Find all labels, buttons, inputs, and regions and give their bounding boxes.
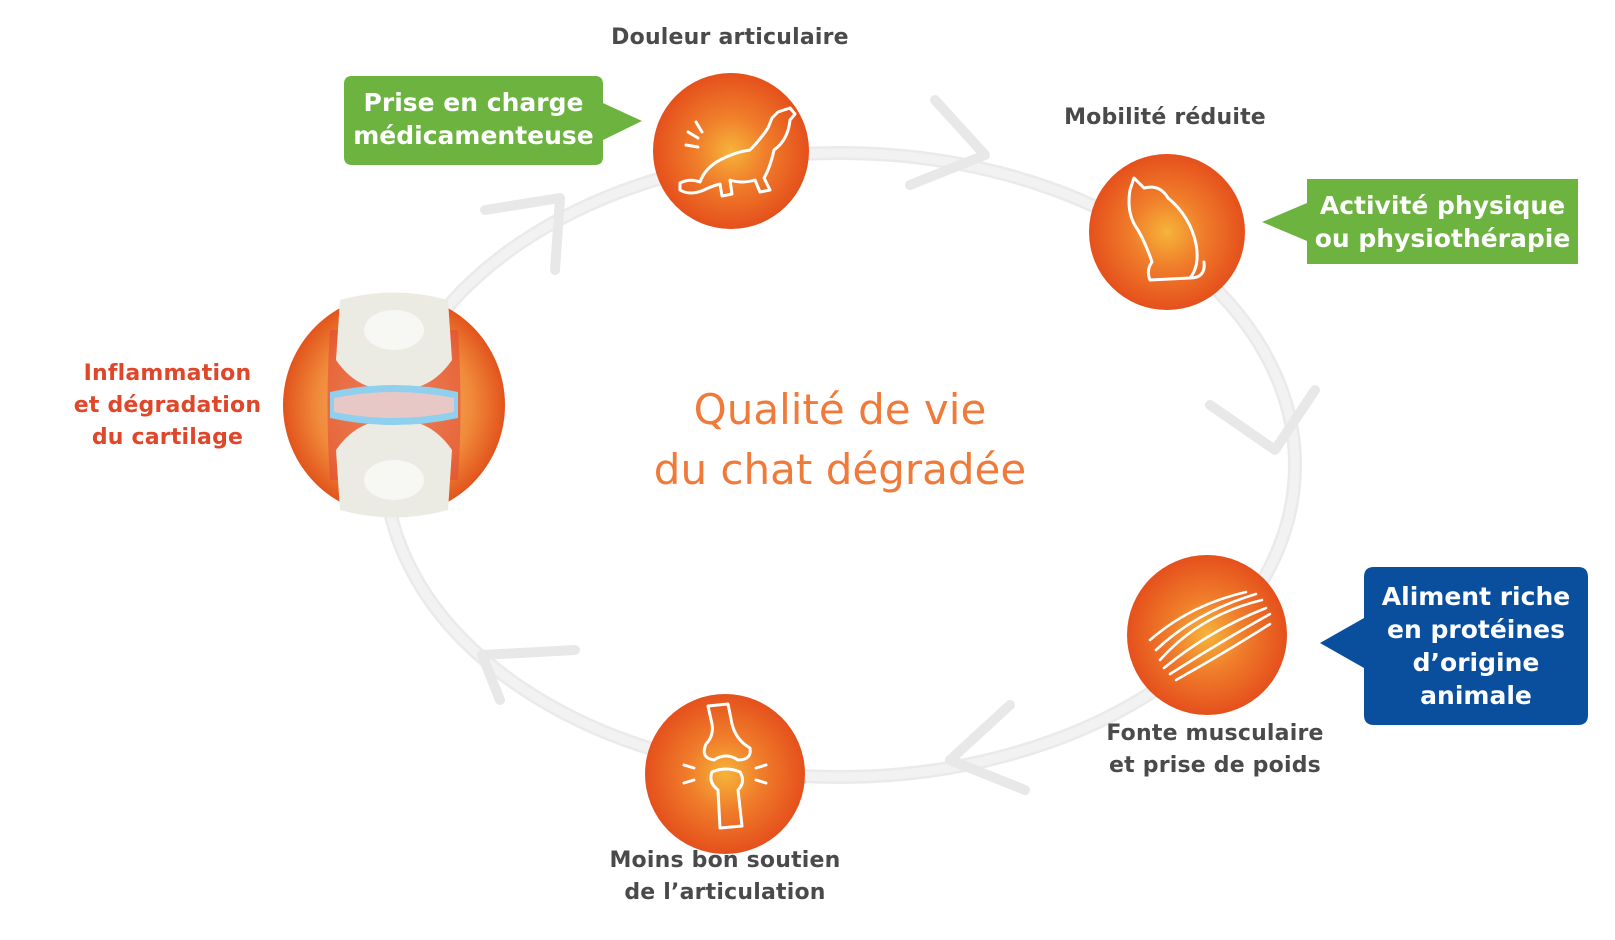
arrowhead-top-left: [480, 193, 565, 275]
center-title: Qualité de vie du chat dégradée: [653, 385, 1027, 494]
stage-label-douleur: Douleur articulaire: [611, 25, 849, 50]
joint-cartilage-icon: [327, 292, 461, 518]
callout-activite-text: Activité physique ou physiothérapie: [1314, 191, 1571, 253]
arrowhead-right: [1205, 385, 1320, 455]
stage-label-inflammation: Inflammation et dégradation du cartilage: [73, 361, 262, 450]
callout-aliment-shape: [1320, 567, 1588, 725]
callout-medicament-text: Prise en charge médicamenteuse: [353, 88, 594, 150]
cat-pain-icon: [678, 106, 797, 198]
circle-fonte: [1127, 555, 1287, 715]
muscle-icon: [1148, 590, 1272, 682]
callout-medicament-shape: [344, 76, 642, 165]
callout-activite-shape: [1262, 179, 1578, 264]
arrowhead-top-right: [905, 95, 990, 190]
circle-mobilite: [1089, 154, 1245, 310]
circle-douleur: [653, 73, 809, 229]
stage-label-fonte: Fonte musculaire et prise de poids: [1106, 721, 1324, 778]
circle-inflammation: [283, 292, 505, 518]
arrowhead-bottom-left: [477, 645, 580, 705]
arrowhead-bottom-right: [945, 700, 1030, 795]
stage-label-soutien: Moins bon soutien de l’articulation: [609, 848, 841, 905]
cycle-arrowheads: [477, 95, 1320, 795]
circle-soutien: [645, 694, 805, 854]
cat-sitting-icon: [1127, 176, 1206, 282]
knee-bones-icon: [682, 702, 768, 830]
callout-aliment-text: Aliment riche en protéines d’origine ani…: [1381, 582, 1571, 710]
stage-label-mobilite: Mobilité réduite: [1064, 105, 1266, 130]
